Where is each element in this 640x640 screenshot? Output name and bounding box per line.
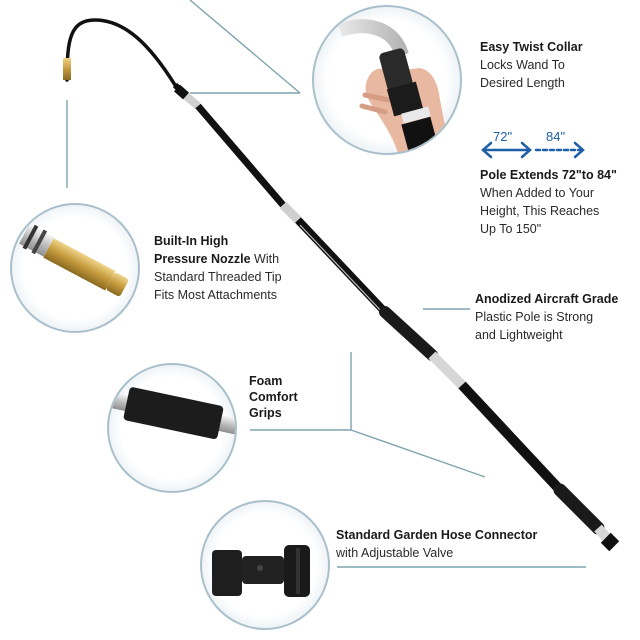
foam-grip-lower [553, 483, 605, 535]
arrow-label-84: 84" [546, 129, 566, 144]
callout-text: Up To 150" [480, 222, 542, 236]
telescoping-pole [63, 18, 620, 552]
line-collar [189, 0, 301, 94]
dashed-arrow-right-icon [534, 141, 585, 159]
callout-title: Pole Extends 72"to 84" [480, 168, 617, 182]
arrow-label-72: 72" [493, 129, 513, 144]
connector-lines [66, 0, 586, 568]
hose-end-fitting [600, 532, 620, 552]
callout-text: With [250, 252, 280, 266]
callout-text: When Added to Your [480, 186, 594, 200]
callout-text: and Lightweight [475, 328, 563, 342]
nozzle-photo [10, 203, 140, 333]
foam-grip-photo [107, 363, 237, 493]
collar-2 [279, 201, 302, 224]
callout-anodized: Anodized Aircraft Grade Plastic Pole is … [475, 290, 618, 344]
callout-title: Comfort [249, 390, 298, 404]
callout-text: with Adjustable Valve [336, 546, 454, 560]
callout-title: Grips [249, 406, 282, 420]
callout-text: Height, This Reaches [480, 204, 600, 218]
callout-title: Anodized Aircraft Grade [475, 292, 619, 306]
callout-twist-collar: Easy Twist Collar Locks Wand To Desired … [480, 38, 583, 92]
callout-text: Locks Wand To [480, 58, 565, 72]
nozzle-tip [63, 58, 71, 80]
length-arrows [481, 141, 585, 159]
foam-grip-upper [379, 306, 438, 361]
collar-3 [428, 351, 466, 389]
callout-text: Standard Threaded Tip [154, 270, 282, 284]
callout-title: Easy Twist Collar [480, 40, 583, 54]
callout-title: Foam [249, 374, 283, 388]
callout-text: Desired Length [480, 76, 565, 90]
callout-hose-connector: Standard Garden Hose Connector with Adju… [336, 526, 537, 562]
callout-pole-extends: Pole Extends 72"to 84" When Added to You… [480, 166, 617, 238]
collar-1 [183, 92, 201, 110]
callout-title: Pressure Nozzle [154, 252, 251, 266]
callout-text: Fits Most Attachments [154, 288, 277, 302]
twist-collar-photo [312, 5, 462, 155]
double-headed-arrow-icon [481, 141, 532, 159]
callout-title: Standard Garden Hose Connector [336, 528, 538, 542]
line-grips-diagonal [350, 429, 486, 478]
callout-text: Plastic Pole is Strong [475, 310, 594, 324]
callout-title: Built-In High [154, 234, 229, 248]
hose-connector-photo [200, 500, 330, 630]
callout-nozzle: Built-In High Pressure Nozzle With Stand… [154, 232, 282, 304]
callout-foam-grips: Foam Comfort Grips [249, 373, 298, 421]
